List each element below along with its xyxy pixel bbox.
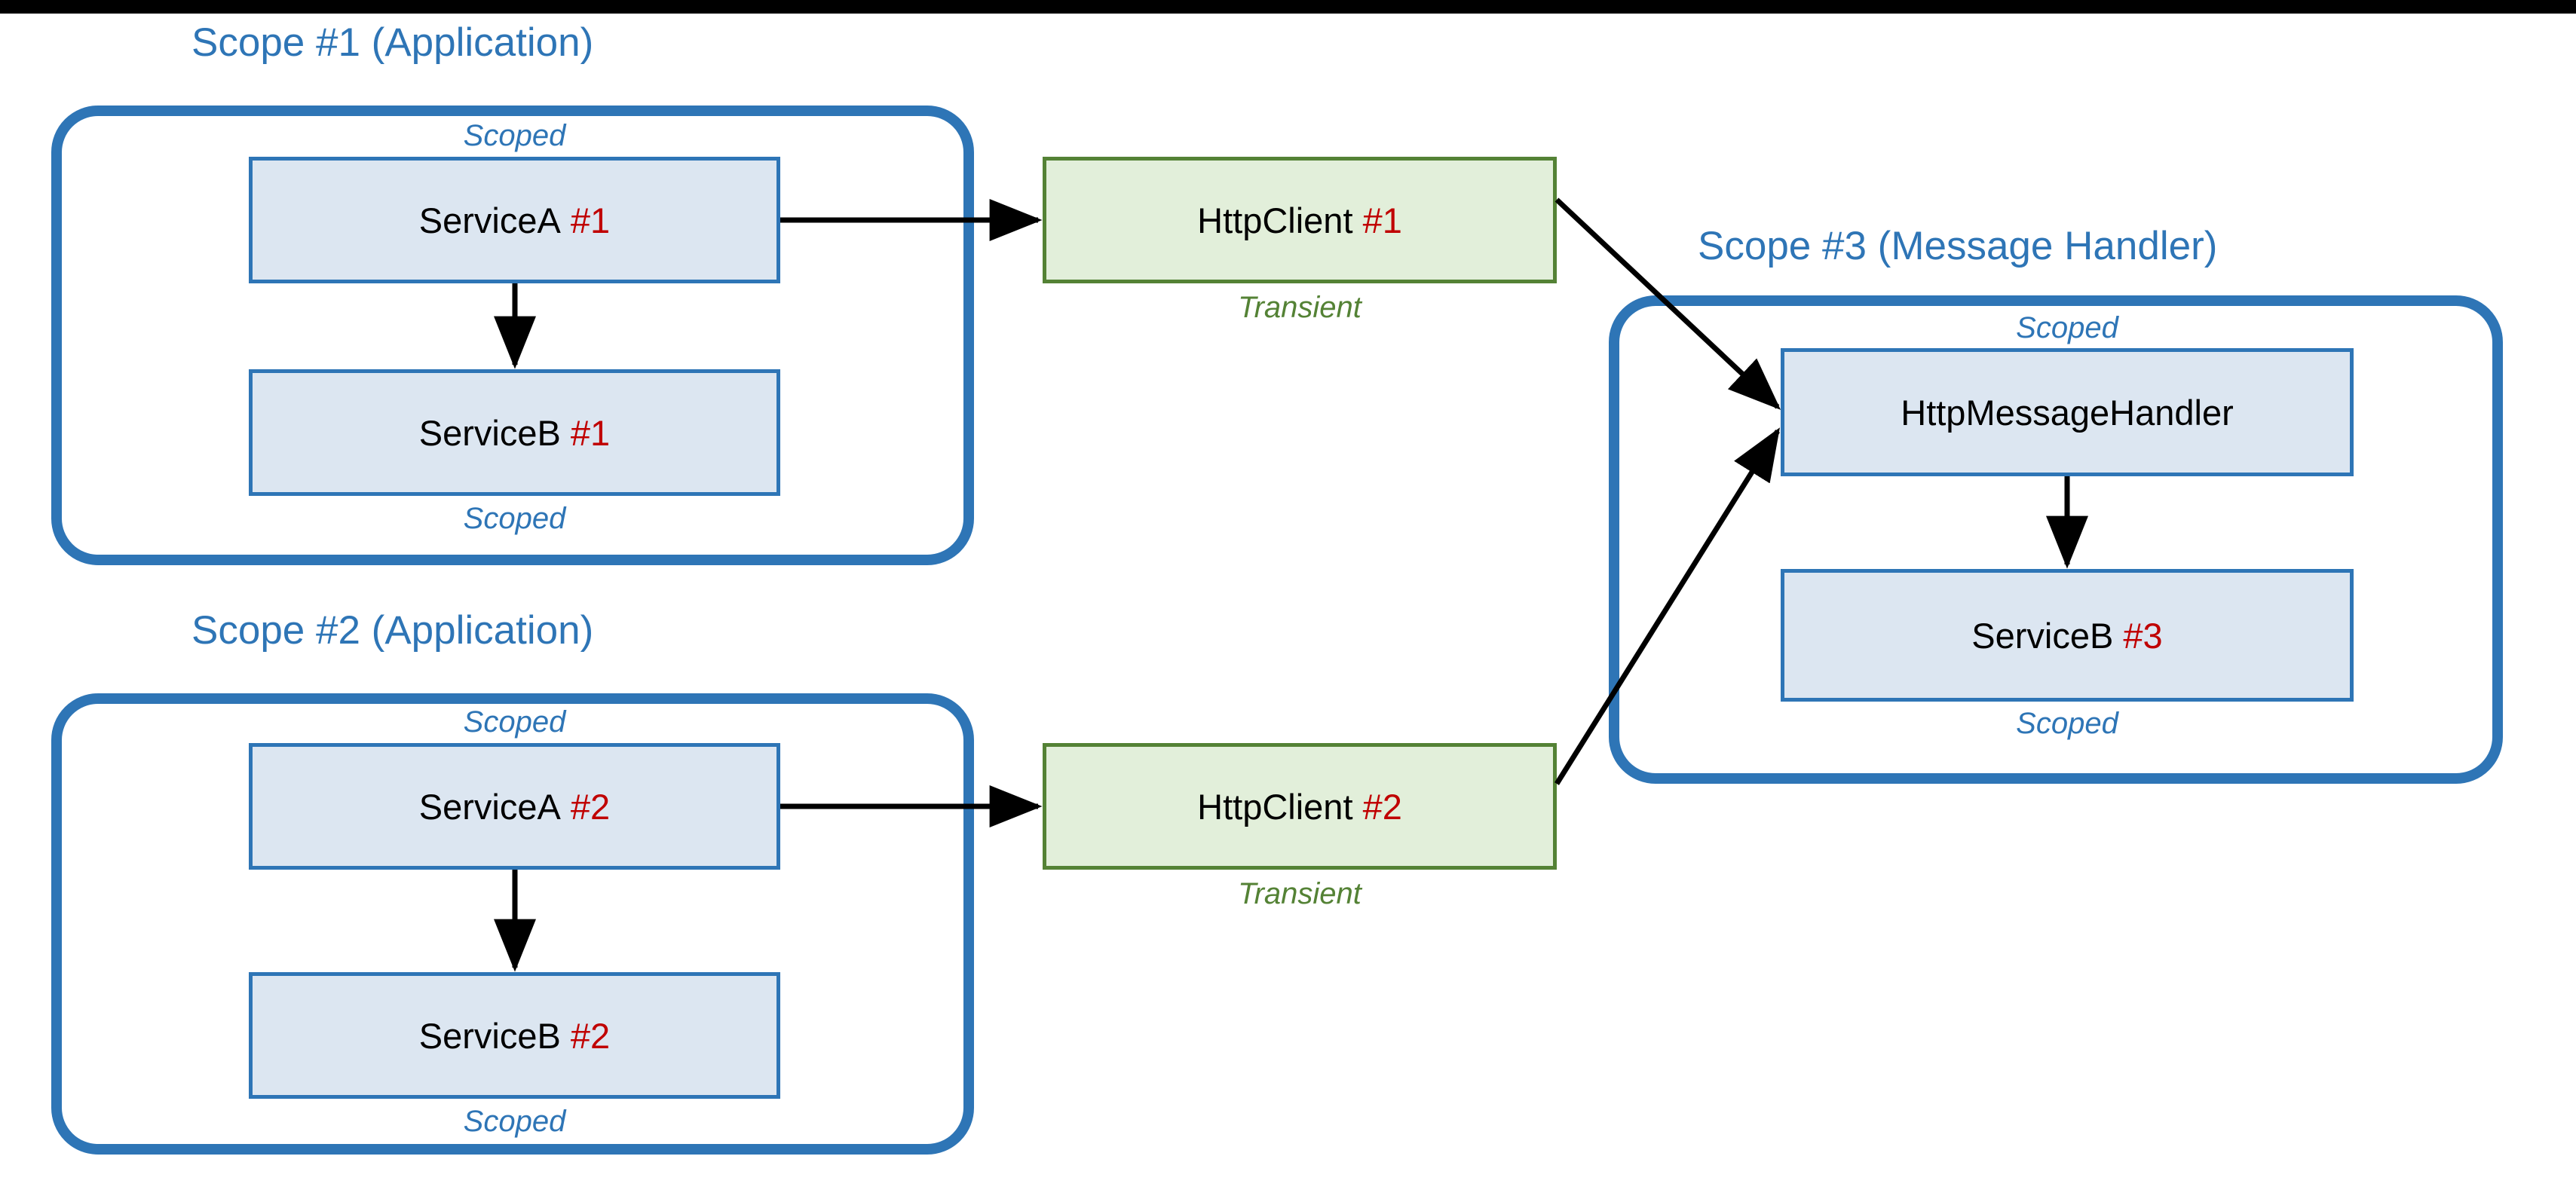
node-httpclient-1-name: HttpClient [1197,200,1353,240]
node-serviceb-1[interactable]: ServiceB #1 [249,369,780,496]
node-serviceb-3-number: #3 [2123,615,2163,656]
node-httpclient-2-number: #2 [1362,786,1402,827]
scope-2-bottom-lifetime-label: Scoped [463,1105,566,1138]
node-httpclient-2-name: HttpClient [1197,786,1353,827]
node-servicea-1-name: ServiceA [418,200,561,240]
node-servicea-2[interactable]: ServiceA #2 [249,743,780,870]
node-httpclient-1-number: #1 [1362,200,1402,240]
httpclient-2-lifetime-label: Transient [1238,877,1362,910]
node-httpmessagehandler-name: HttpMessageHandler [1901,392,2234,433]
node-servicea-2-name: ServiceA [418,786,561,827]
node-servicea-1-number: #1 [570,200,611,240]
scope-1-bottom-lifetime-label: Scoped [463,502,566,535]
top-black-bar [0,0,2576,14]
httpclient-1-lifetime-label: Transient [1238,291,1362,324]
node-serviceb-2[interactable]: ServiceB #2 [249,972,780,1099]
scope-2-top-lifetime-label: Scoped [463,705,566,739]
node-httpclient-2[interactable]: HttpClient #2 [1043,743,1557,870]
node-servicea-1[interactable]: ServiceA #1 [249,157,780,283]
node-servicea-2-number: #2 [570,786,611,827]
node-httpclient-1[interactable]: HttpClient #1 [1043,157,1557,283]
scope-3-top-lifetime-label: Scoped [2016,311,2118,344]
node-serviceb-1-name: ServiceB [418,412,561,453]
node-serviceb-3-name: ServiceB [1971,615,2114,656]
node-serviceb-1-number: #1 [570,412,611,453]
scope-3-title: Scope #3 (Message Handler) [1698,224,2218,268]
scope-1-title: Scope #1 (Application) [191,20,594,65]
scope-2-container [51,693,974,1155]
scope-1-top-lifetime-label: Scoped [463,119,566,152]
node-serviceb-2-number: #2 [570,1015,611,1056]
node-httpmessagehandler[interactable]: HttpMessageHandler [1781,348,2354,476]
scope-2-title: Scope #2 (Application) [191,608,594,653]
scope-3-bottom-lifetime-label: Scoped [2016,707,2118,740]
node-serviceb-3[interactable]: ServiceB #3 [1781,569,2354,702]
node-serviceb-2-name: ServiceB [418,1015,561,1056]
